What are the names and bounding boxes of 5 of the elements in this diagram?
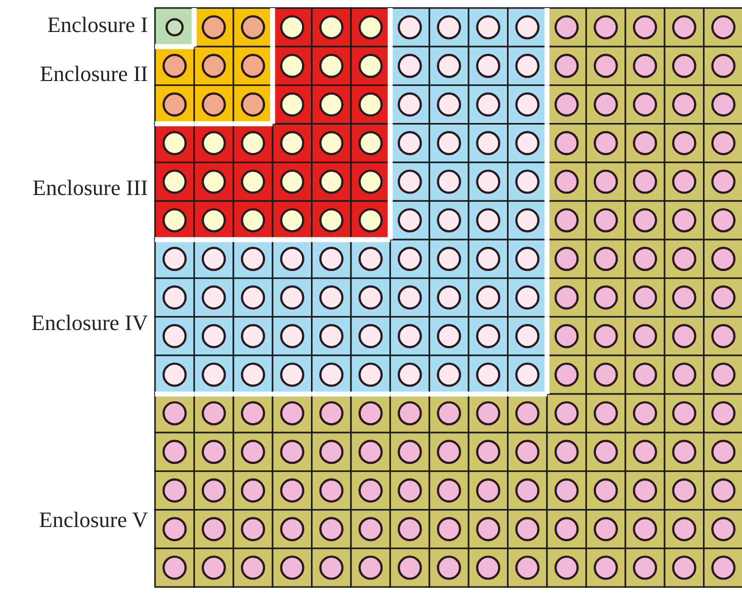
enclosure-label: Enclosure III [32,175,148,201]
enclosure-label: Enclosure V [39,507,148,533]
enclosure-label: Enclosure IV [31,310,148,336]
enclosure-label: Enclosure I [47,12,148,38]
enclosure-label: Enclosure II [40,61,148,87]
